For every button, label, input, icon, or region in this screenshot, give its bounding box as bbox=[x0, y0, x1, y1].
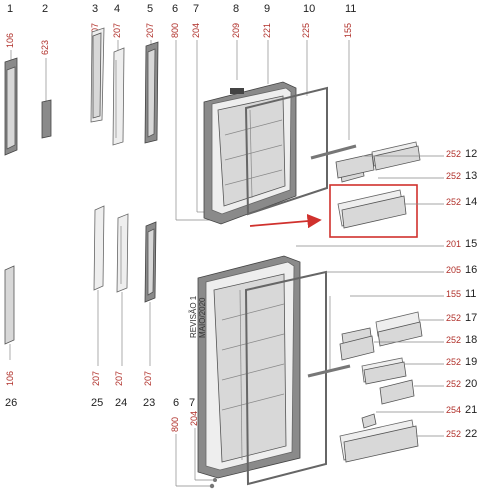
right-code-16: 205 bbox=[446, 265, 461, 275]
right-code-20: 252 bbox=[446, 379, 461, 389]
bottom-code-207a: 207 bbox=[91, 371, 101, 386]
shelf-14-door-bin bbox=[337, 189, 407, 229]
shelf-20 bbox=[379, 379, 415, 405]
part-21-clip bbox=[361, 413, 377, 429]
top-code-623: 623 bbox=[40, 40, 50, 55]
bottom-code-207c: 207 bbox=[143, 371, 153, 386]
top-num-10: 10 bbox=[303, 3, 315, 15]
right-code-21: 254 bbox=[446, 405, 461, 415]
part-6-7-screws-bottom bbox=[209, 478, 217, 489]
bottom-num-24: 24 bbox=[115, 397, 127, 409]
part-2-small-strip bbox=[41, 99, 52, 139]
bottom-code-204: 204 bbox=[189, 411, 199, 426]
right-num-22: 22 bbox=[465, 428, 477, 440]
part-4-hinge-cover bbox=[112, 47, 125, 146]
bottom-num-7: 7 bbox=[189, 397, 195, 409]
top-code-204: 204 bbox=[191, 23, 201, 38]
right-num-20: 20 bbox=[465, 378, 477, 390]
part-5-handle-profile bbox=[144, 41, 159, 144]
part-25-trim bbox=[93, 205, 105, 291]
right-num-21: 21 bbox=[465, 404, 477, 416]
top-num-7: 7 bbox=[193, 3, 199, 15]
top-leader-lines bbox=[10, 40, 350, 221]
bottom-num-23: 23 bbox=[143, 397, 155, 409]
top-code-207a: 207 bbox=[90, 23, 100, 38]
right-code-22: 252 bbox=[446, 429, 461, 439]
right-code-17: 252 bbox=[446, 313, 461, 323]
top-num-4: 4 bbox=[114, 3, 120, 15]
shelf-22-door-bin bbox=[339, 419, 419, 463]
right-code-11: 155 bbox=[446, 289, 461, 299]
top-code-209: 209 bbox=[231, 23, 241, 38]
right-num-19: 19 bbox=[465, 356, 477, 368]
revision-text: REVISÃO 1 bbox=[189, 295, 198, 338]
right-code-12: 252 bbox=[446, 149, 461, 159]
top-num-1: 1 bbox=[7, 3, 13, 15]
bottom-num-6: 6 bbox=[173, 397, 179, 409]
bottom-num-26: 26 bbox=[5, 397, 17, 409]
part-3-trim bbox=[90, 27, 105, 123]
revision-date: MAIO/2020 bbox=[198, 297, 207, 338]
top-code-225: 225 bbox=[301, 23, 311, 38]
right-num-14: 14 bbox=[465, 196, 477, 208]
top-code-207b: 207 bbox=[112, 23, 122, 38]
part-26-gasket-strip bbox=[4, 265, 15, 345]
shelf-18 bbox=[339, 321, 423, 361]
top-code-155: 155 bbox=[343, 23, 353, 38]
part-1-gasket-strip bbox=[4, 57, 18, 156]
part-11-lower-shelf-bar bbox=[307, 364, 351, 378]
upper-door-gasket bbox=[244, 86, 328, 216]
right-code-19: 252 bbox=[446, 357, 461, 367]
top-num-11: 11 bbox=[345, 3, 356, 15]
lower-door-gasket bbox=[244, 270, 327, 486]
top-num-3: 3 bbox=[92, 3, 98, 15]
right-num-15: 15 bbox=[465, 238, 477, 250]
right-num-18: 18 bbox=[465, 334, 477, 346]
right-leader-lines bbox=[296, 155, 444, 437]
highlight-box bbox=[329, 184, 418, 238]
lower-door bbox=[197, 255, 301, 479]
bottom-num-25: 25 bbox=[91, 397, 103, 409]
shelf-13-bin bbox=[335, 153, 375, 179]
right-num-12: 12 bbox=[465, 148, 477, 160]
right-num-17: 17 bbox=[465, 312, 477, 324]
top-num-9: 9 bbox=[264, 3, 270, 15]
top-num-2: 2 bbox=[42, 3, 48, 15]
right-code-13: 252 bbox=[446, 171, 461, 181]
part-11-upper-shelf-bar bbox=[310, 144, 357, 160]
shelf-19 bbox=[361, 357, 407, 385]
top-num-5: 5 bbox=[147, 3, 153, 15]
right-code-15: 201 bbox=[446, 239, 461, 249]
bottom-leader-lines bbox=[9, 290, 214, 487]
upper-door bbox=[203, 81, 297, 225]
part-24-hinge-cover bbox=[116, 213, 129, 293]
highlight-arrow bbox=[249, 213, 322, 229]
part-23-handle-profile bbox=[144, 221, 157, 303]
right-num-13: 13 bbox=[465, 170, 477, 182]
right-num-11: 11 bbox=[465, 288, 476, 300]
top-code-221: 221 bbox=[262, 23, 272, 38]
top-num-8: 8 bbox=[233, 3, 239, 15]
bottom-code-800: 800 bbox=[170, 417, 180, 432]
top-code-207c: 207 bbox=[145, 23, 155, 38]
top-code-800: 800 bbox=[170, 23, 180, 38]
bottom-code-207b: 207 bbox=[114, 371, 124, 386]
right-code-18: 252 bbox=[446, 335, 461, 345]
top-num-6: 6 bbox=[172, 3, 178, 15]
right-num-16: 16 bbox=[465, 264, 477, 276]
right-code-14: 252 bbox=[446, 197, 461, 207]
bottom-code-106: 106 bbox=[5, 371, 15, 386]
top-code-106: 106 bbox=[5, 33, 15, 48]
